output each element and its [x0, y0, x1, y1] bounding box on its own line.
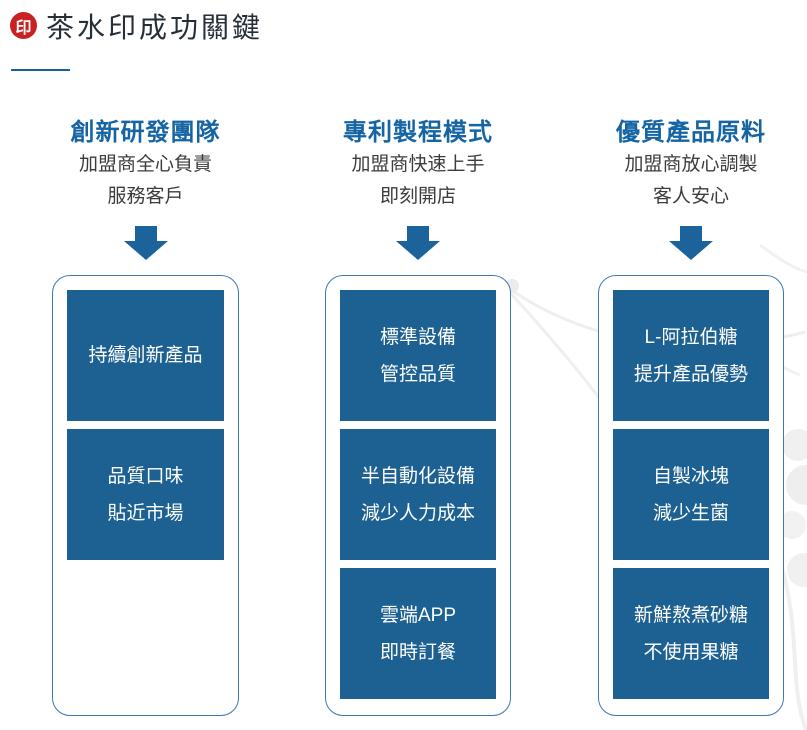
feature-line: 雲端APP: [379, 604, 457, 626]
down-arrow-icon: [669, 226, 713, 260]
feature-line: 減少生菌: [652, 502, 729, 524]
feature-line: 持續創新產品: [88, 345, 203, 366]
column-title: 優質產品原料: [616, 119, 766, 146]
title-underline-rule: [11, 69, 70, 71]
feature-line: 管控品質: [379, 363, 456, 385]
subtitle-line: 即刻開店: [379, 186, 456, 207]
feature-line: 提升產品優勢: [633, 363, 748, 385]
column-subtitle: 加盟商全心負責 服務客戶: [52, 149, 239, 213]
seal-character: 印: [15, 17, 32, 37]
column-patent-process: 專利製程模式 加盟商快速上手 即刻開店 標準設備 管控品質 半自動化設備 減少人…: [325, 0, 511, 730]
down-arrow-icon: [123, 226, 168, 260]
feature-line: 品質口味: [107, 465, 184, 487]
column-title: 專利製程模式: [343, 119, 493, 146]
subtitle-line: 加盟商全心負責: [78, 154, 212, 175]
feature-box: 標準設備 管控品質: [340, 290, 496, 421]
seal-icon: 印: [10, 12, 37, 39]
feature-box: 新鮮熬煮砂糖 不使用果糖: [613, 568, 769, 699]
feature-line: 貼近市場: [107, 502, 184, 524]
subtitle-line: 加盟商放心調製: [624, 154, 758, 175]
column-subtitle: 加盟商快速上手 即刻開店: [325, 149, 511, 213]
column-panel: 標準設備 管控品質 半自動化設備 減少人力成本 雲端APP 即時訂餐: [325, 275, 511, 716]
feature-box: 半自動化設備 減少人力成本: [340, 429, 496, 560]
feature-line: 減少人力成本: [360, 502, 475, 524]
subtitle-line: 服務客戶: [107, 186, 184, 207]
subtitle-line: 客人安心: [652, 186, 729, 207]
feature-line: 新鮮熬煮砂糖: [633, 604, 748, 626]
feature-box: 自製冰塊 減少生菌: [613, 429, 769, 560]
column-innovation: 創新研發團隊 加盟商全心負責 服務客戶 持續創新產品 品質口味 貼近市場: [52, 0, 239, 730]
feature-box: 雲端APP 即時訂餐: [340, 568, 496, 699]
feature-box: 持續創新產品: [67, 290, 224, 421]
feature-line: 自製冰塊: [652, 465, 729, 487]
feature-box: 品質口味 貼近市場: [67, 429, 224, 560]
page-title: 茶水印成功關鍵: [46, 11, 264, 44]
feature-line: L-阿拉伯糖: [644, 326, 738, 348]
column-panel: 持續創新產品 品質口味 貼近市場: [52, 275, 239, 716]
column-panel: L-阿拉伯糖 提升產品優勢 自製冰塊 減少生菌 新鮮熬煮砂糖 不使用果糖: [598, 275, 784, 716]
column-title: 創新研發團隊: [70, 119, 221, 146]
feature-line: 半自動化設備: [360, 465, 475, 487]
feature-line: 標準設備: [379, 326, 456, 348]
down-arrow-icon: [396, 226, 440, 260]
feature-box: L-阿拉伯糖 提升產品優勢: [613, 290, 769, 421]
feature-line: 不使用果糖: [643, 641, 739, 663]
column-quality-ingredients: 優質產品原料 加盟商放心調製 客人安心 L-阿拉伯糖 提升產品優勢 自製冰塊 減…: [598, 0, 784, 730]
feature-line: 即時訂餐: [379, 641, 456, 663]
subtitle-line: 加盟商快速上手: [351, 154, 485, 175]
column-subtitle: 加盟商放心調製 客人安心: [598, 149, 784, 213]
